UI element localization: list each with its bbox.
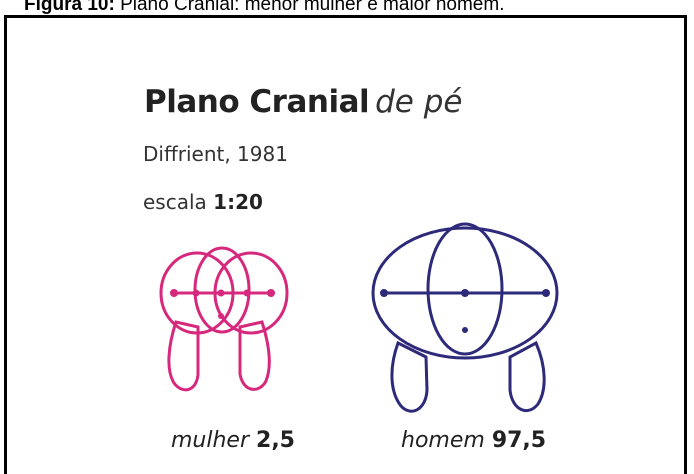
man-left-shoulder: [390, 340, 429, 413]
diagram-source: Diffrient, 1981: [143, 142, 288, 166]
woman-head-outline: [159, 246, 289, 392]
man-outer-ellipse: [371, 226, 559, 360]
woman-point-right: [267, 289, 275, 297]
diagram-title-suffix: de pé: [375, 84, 463, 120]
woman-point-inner-right: [243, 289, 251, 297]
man-point-right: [542, 289, 550, 297]
diagram-title-main: Plano Cranial: [144, 84, 370, 120]
woman-label-name: mulher: [171, 428, 250, 453]
woman-point-center: [217, 289, 225, 297]
caption-label: Figura 10:: [24, 0, 115, 15]
woman-axis-points: [170, 289, 275, 319]
woman-label-value: 2,5: [256, 428, 295, 453]
man-right-shoulder: [508, 340, 546, 413]
diagram-scale: escala 1:20: [143, 190, 263, 214]
man-point-center: [461, 289, 469, 297]
caption-text: Plano Cranial: menor mulher e maior home…: [120, 0, 505, 15]
scale-value: 1:20: [213, 190, 263, 214]
woman-right-shoulder: [238, 320, 271, 391]
woman-point-left: [170, 289, 178, 297]
man-label-value: 97,5: [491, 428, 547, 453]
woman-point-inner-left: [192, 289, 200, 297]
woman-left-shoulder: [167, 320, 200, 392]
figure-frame: [4, 15, 687, 474]
man-label: homem 97,5: [401, 428, 546, 453]
woman-point-lower: [218, 313, 224, 319]
man-label-name: homem: [401, 428, 485, 453]
man-point-left: [380, 289, 388, 297]
figure-caption: Figura 10: Plano Cranial: menor mulher e…: [24, 0, 694, 16]
scale-prefix: escala: [143, 190, 207, 214]
man-inner-ellipse: [426, 222, 504, 356]
man-axis-points: [380, 289, 550, 333]
man-head-outline: [371, 222, 559, 413]
woman-label: mulher 2,5: [171, 428, 295, 453]
man-point-lower: [462, 327, 468, 333]
